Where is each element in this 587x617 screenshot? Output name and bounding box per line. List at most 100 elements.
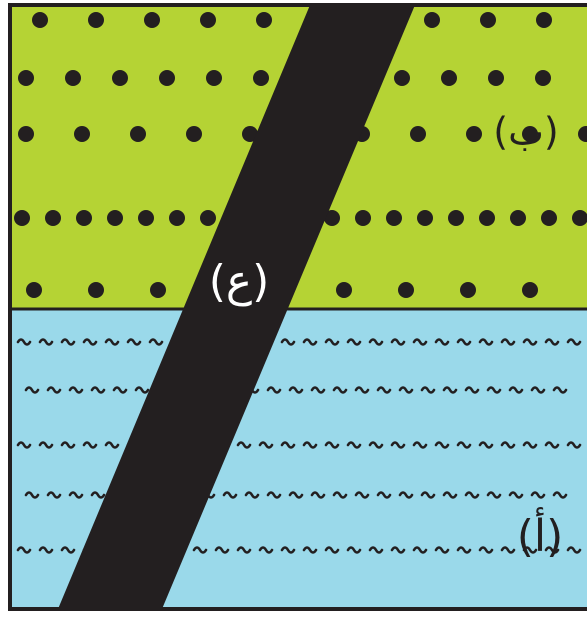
pattern-dot	[488, 70, 504, 86]
pattern-wave	[46, 491, 62, 499]
pattern-wave	[332, 386, 348, 394]
pattern-dot	[460, 282, 476, 298]
pattern-dot	[541, 210, 557, 226]
pattern-dot	[324, 210, 340, 226]
pattern-wave	[82, 441, 98, 449]
pattern-dot	[536, 12, 552, 28]
pattern-wave	[398, 386, 414, 394]
pattern-wave	[552, 491, 568, 499]
pattern-dot	[159, 70, 175, 86]
pattern-dot	[578, 126, 587, 142]
pattern-wave	[288, 491, 304, 499]
pattern-wave	[46, 386, 62, 394]
pattern-dot	[186, 126, 202, 142]
pattern-dot	[144, 12, 160, 28]
pattern-wave	[214, 546, 230, 554]
pattern-dot	[355, 210, 371, 226]
pattern-wave	[68, 386, 84, 394]
pattern-wave	[16, 338, 32, 346]
pattern-wave	[354, 491, 370, 499]
pattern-wave	[478, 338, 494, 346]
pattern-dot	[242, 126, 258, 142]
pattern-wave	[126, 338, 142, 346]
pattern-wave	[258, 441, 274, 449]
pattern-wave	[236, 546, 252, 554]
pattern-wave	[376, 386, 392, 394]
pattern-wave	[508, 386, 524, 394]
pattern-wave	[90, 491, 106, 499]
pattern-wave	[434, 441, 450, 449]
pattern-wave	[530, 386, 546, 394]
pattern-wave	[280, 546, 296, 554]
pattern-dot	[65, 70, 81, 86]
pattern-dot	[138, 210, 154, 226]
pattern-wave	[522, 441, 538, 449]
pattern-wave	[566, 441, 582, 449]
pattern-dot	[256, 12, 272, 28]
pattern-wave	[324, 546, 340, 554]
pattern-wave	[368, 441, 384, 449]
pattern-dot	[424, 12, 440, 28]
pattern-wave	[324, 338, 340, 346]
pattern-wave	[478, 546, 494, 554]
pattern-wave	[266, 386, 282, 394]
pattern-wave	[354, 386, 370, 394]
pattern-wave	[68, 491, 84, 499]
pattern-wave	[368, 338, 384, 346]
pattern-wave	[464, 491, 480, 499]
pattern-wave	[434, 546, 450, 554]
pattern-wave	[544, 546, 560, 554]
pattern-wave	[324, 441, 340, 449]
pattern-dot	[386, 210, 402, 226]
pattern-dot	[88, 12, 104, 28]
pattern-wave	[302, 441, 318, 449]
pattern-wave	[38, 546, 54, 554]
pattern-wave	[442, 386, 458, 394]
pattern-dot	[480, 12, 496, 28]
pattern-wave	[266, 491, 282, 499]
pattern-dot	[32, 12, 48, 28]
pattern-wave	[236, 441, 252, 449]
pattern-wave	[288, 386, 304, 394]
pattern-wave	[60, 546, 76, 554]
pattern-wave	[412, 338, 428, 346]
layer-b-label: (ب)	[493, 110, 558, 154]
pattern-wave	[456, 441, 472, 449]
dike-label: (ع)	[209, 256, 270, 307]
pattern-wave	[500, 441, 516, 449]
layer-a-label: (أ)	[517, 507, 564, 562]
pattern-dot	[398, 282, 414, 298]
pattern-dot	[200, 12, 216, 28]
pattern-wave	[60, 338, 76, 346]
pattern-wave	[486, 386, 502, 394]
pattern-dot	[410, 126, 426, 142]
pattern-dot	[130, 126, 146, 142]
pattern-dot	[45, 210, 61, 226]
pattern-wave	[566, 546, 582, 554]
pattern-wave	[24, 491, 40, 499]
pattern-wave	[332, 491, 348, 499]
pattern-dot	[18, 70, 34, 86]
pattern-dot	[417, 210, 433, 226]
pattern-wave	[24, 386, 40, 394]
pattern-wave	[346, 546, 362, 554]
pattern-dot	[522, 282, 538, 298]
pattern-dot	[18, 126, 34, 142]
igneous-dike	[58, 5, 415, 609]
pattern-dot	[26, 282, 42, 298]
pattern-dot	[206, 70, 222, 86]
pattern-dot	[200, 210, 216, 226]
pattern-wave	[302, 338, 318, 346]
pattern-wave	[310, 491, 326, 499]
pattern-dot	[535, 70, 551, 86]
pattern-dot	[479, 210, 495, 226]
pattern-dot	[150, 282, 166, 298]
pattern-dot	[336, 282, 352, 298]
pattern-dot	[466, 126, 482, 142]
pattern-wave	[544, 441, 560, 449]
pattern-dot	[169, 210, 185, 226]
pattern-wave	[82, 338, 98, 346]
pattern-wave	[508, 491, 524, 499]
pattern-wave	[434, 338, 450, 346]
